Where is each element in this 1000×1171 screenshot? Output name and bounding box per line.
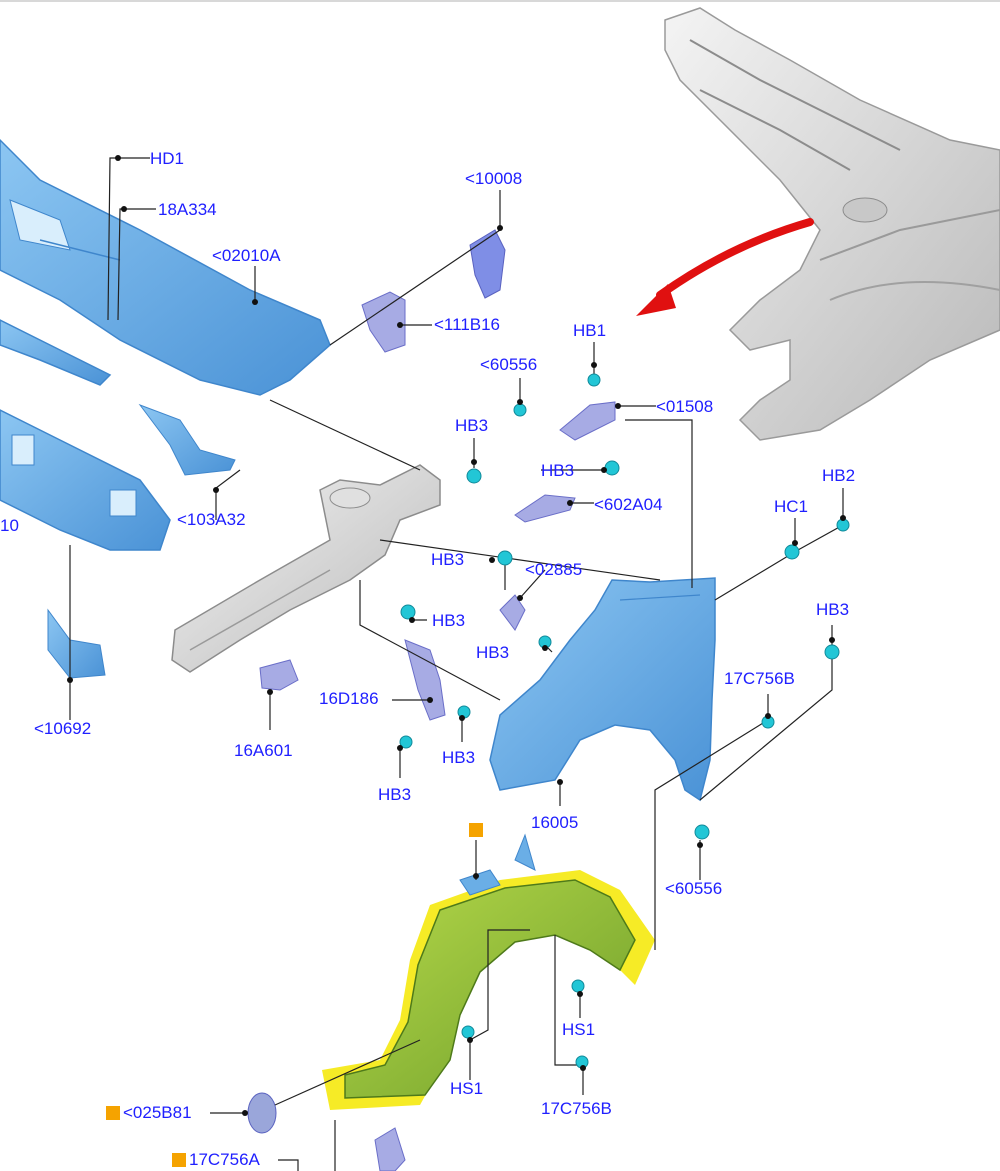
callout-17c756a[interactable]: 17C756A: [189, 1150, 260, 1169]
callout-hs1[interactable]: HS1: [450, 1079, 484, 1098]
callout-602a04[interactable]: <602A04: [594, 495, 663, 514]
callout-60556-top[interactable]: <60556: [480, 355, 538, 374]
callout-60556-bottom[interactable]: <60556: [665, 879, 723, 898]
marker-square: [469, 823, 483, 837]
callout-hb3[interactable]: HB3: [816, 600, 850, 619]
direction-arrow: [636, 218, 814, 316]
leader-dots: [67, 155, 846, 1116]
callout-hb3[interactable]: HB3: [476, 643, 510, 662]
leader-lines: [69, 157, 844, 1171]
callout-10008[interactable]: <10008: [465, 169, 523, 188]
callout-10692[interactable]: <10692: [34, 719, 92, 738]
callout-17c756b-bottom[interactable]: 17C756B: [541, 1099, 612, 1118]
callout-02885[interactable]: <02885: [525, 560, 583, 579]
callout-111b16[interactable]: <111B16: [434, 315, 501, 334]
front-fender-part: [489, 577, 716, 802]
callout-103a32[interactable]: <103A32: [177, 510, 246, 529]
callout-01508[interactable]: <01508: [656, 397, 714, 416]
apron-rail-part: [171, 464, 441, 673]
callout-hb3[interactable]: HB3: [431, 550, 465, 569]
callout-hb3[interactable]: HB3: [541, 461, 575, 480]
marker-square: [106, 1106, 120, 1120]
cowl-panel-part: [0, 138, 331, 679]
wheelhouse-liner-part: [247, 833, 655, 1134]
callout-hb1[interactable]: HB1: [573, 321, 607, 340]
vehicle-context-view: [664, 7, 1000, 441]
callout-hs1[interactable]: HS1: [562, 1020, 596, 1039]
callout-02010a[interactable]: <02010A: [212, 246, 281, 265]
callout-hb3[interactable]: HB3: [442, 748, 476, 767]
callout-17c756b-top[interactable]: 17C756B: [724, 669, 795, 688]
callout-16a601[interactable]: 16A601: [234, 741, 293, 760]
bracket-parts: [259, 229, 616, 1171]
top-border: [0, 0, 1000, 2]
marker-square: [172, 1153, 186, 1167]
callout-hc1[interactable]: HC1: [774, 497, 809, 516]
callout-hb3[interactable]: HB3: [432, 611, 466, 630]
callout-18a334[interactable]: 18A334: [158, 200, 217, 219]
callout-hb2[interactable]: HB2: [822, 466, 856, 485]
callout-16005[interactable]: 16005: [531, 813, 579, 832]
callout-hb3[interactable]: HB3: [378, 785, 412, 804]
callout-10-partial[interactable]: 10: [0, 516, 19, 535]
callout-hb3[interactable]: HB3: [455, 416, 489, 435]
callout-hd1[interactable]: HD1: [150, 149, 185, 168]
callout-025b81[interactable]: <025B81: [123, 1103, 192, 1122]
callout-16d186[interactable]: 16D186: [319, 689, 379, 708]
